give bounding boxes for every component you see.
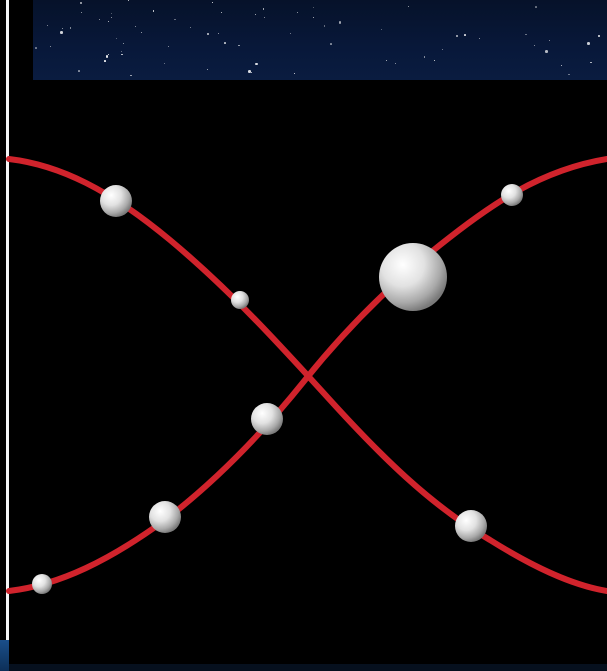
star — [128, 0, 130, 2]
star — [98, 18, 100, 20]
star — [218, 33, 220, 35]
star — [190, 26, 192, 28]
star — [533, 44, 536, 47]
star — [323, 25, 326, 27]
star — [433, 59, 436, 62]
star — [35, 47, 37, 49]
ascending-curve — [6, 156, 607, 594]
starfield-banner — [33, 0, 607, 80]
star — [108, 20, 110, 22]
ball-descending-2 — [231, 291, 249, 309]
ball-ascending-5 — [501, 184, 523, 206]
star — [478, 38, 480, 40]
star — [380, 29, 382, 31]
star — [152, 10, 155, 12]
star — [115, 37, 117, 39]
ball-ascending-1 — [32, 574, 52, 594]
star — [545, 50, 548, 53]
star — [250, 71, 252, 73]
star — [62, 28, 64, 30]
ball-ascending-4 — [379, 243, 447, 311]
star — [79, 1, 83, 5]
star — [207, 68, 209, 70]
star — [590, 61, 592, 64]
star — [263, 16, 266, 19]
star — [423, 56, 426, 58]
corner-strip — [0, 640, 9, 671]
star — [254, 13, 257, 16]
star — [130, 74, 132, 77]
star — [296, 11, 299, 14]
star — [174, 18, 176, 21]
star — [167, 45, 170, 48]
star — [313, 7, 315, 9]
star — [60, 31, 63, 34]
star — [248, 70, 251, 73]
star — [262, 8, 265, 10]
star — [140, 31, 142, 33]
ball-descending-3 — [455, 510, 487, 542]
star — [212, 1, 214, 3]
star — [46, 24, 48, 26]
left-frame-border — [0, 0, 9, 671]
star — [587, 42, 590, 45]
star — [597, 34, 601, 38]
starfield-gap — [9, 0, 33, 80]
star — [105, 55, 109, 58]
star — [464, 34, 466, 36]
star — [525, 33, 527, 36]
star — [455, 34, 459, 38]
star — [123, 42, 125, 44]
star — [338, 21, 342, 24]
star — [206, 32, 210, 36]
balls-layer — [32, 184, 523, 594]
star — [549, 40, 551, 42]
star — [255, 62, 258, 66]
star — [134, 26, 136, 28]
star — [121, 53, 123, 56]
star — [221, 11, 223, 13]
star — [110, 12, 112, 14]
star — [49, 45, 52, 48]
star — [120, 51, 122, 53]
star — [535, 6, 537, 8]
star — [69, 27, 72, 29]
star — [568, 73, 570, 76]
star — [561, 65, 563, 67]
bottom-strip — [9, 664, 607, 671]
star — [330, 43, 332, 45]
star — [104, 60, 106, 62]
ball-ascending-2 — [149, 501, 181, 533]
star — [78, 70, 80, 72]
star — [441, 48, 443, 50]
star — [110, 17, 112, 18]
star — [238, 44, 240, 47]
star — [164, 63, 165, 65]
star — [108, 53, 110, 55]
ball-descending-1 — [100, 185, 132, 217]
star — [385, 60, 387, 62]
star — [289, 33, 291, 35]
star — [395, 63, 397, 65]
star — [224, 42, 226, 44]
ball-ascending-3 — [251, 403, 283, 435]
star — [407, 5, 409, 7]
